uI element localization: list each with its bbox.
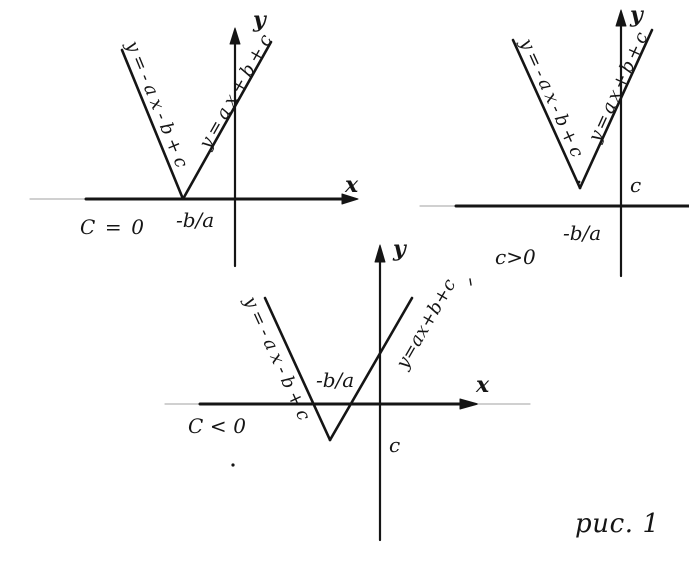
left-branch-equation: y=-ax-b+c [121, 37, 192, 171]
y-axis-arrow-icon [229, 27, 241, 45]
pencil-mark [469, 278, 472, 286]
pencil-dot [231, 463, 235, 467]
x-axis-arrow-icon [341, 193, 359, 205]
left-branch-equation: y=-ax-b+c [515, 34, 587, 160]
case-label: C = 0 [80, 215, 144, 239]
x-axis-label: x [344, 172, 359, 198]
panel-c-less-than-zero: x y y=-ax-b+c y=ax+b+c -b/a c C < 0 [164, 236, 531, 542]
figure-caption: рис. 1 [575, 509, 659, 539]
vertex-x-label: -b/a [176, 208, 214, 232]
right-branch-equation: y=ax+b+c [392, 275, 461, 373]
case-label: C < 0 [188, 414, 246, 438]
panel-c-greater-than-zero: y y=-ax-b+c y=ax+b+c c -b/a c>0 [419, 2, 689, 278]
right-branch-line [578, 28, 654, 190]
case-label: c>0 [495, 245, 536, 269]
y-axis-arrow-icon [615, 9, 627, 27]
y-axis-label: y [629, 2, 645, 28]
left-branch-line [120, 48, 185, 201]
y-axis-label: y [392, 236, 408, 262]
pencil-dot [577, 180, 581, 184]
left-branch-line [263, 296, 332, 442]
vertex-x-label: -b/a [563, 221, 601, 245]
y-axis-label: y [252, 7, 268, 33]
vertex-x-label: -b/a [316, 368, 354, 392]
right-branch-line [181, 40, 273, 201]
x-axis-label: x [475, 372, 490, 398]
x-axis-arrow-icon [459, 398, 479, 410]
y-axis-arrow-icon [374, 244, 386, 263]
left-branch-line [511, 38, 582, 190]
y-intercept-label: c [630, 173, 641, 197]
right-branch-equation: y=ax+b+c [584, 29, 652, 146]
right-branch-line [328, 296, 414, 442]
panel-c-equals-zero: x y y=-ax-b+c y=ax+b+c C = 0 -b/a [29, 7, 359, 268]
y-intercept-label: c [389, 433, 400, 457]
